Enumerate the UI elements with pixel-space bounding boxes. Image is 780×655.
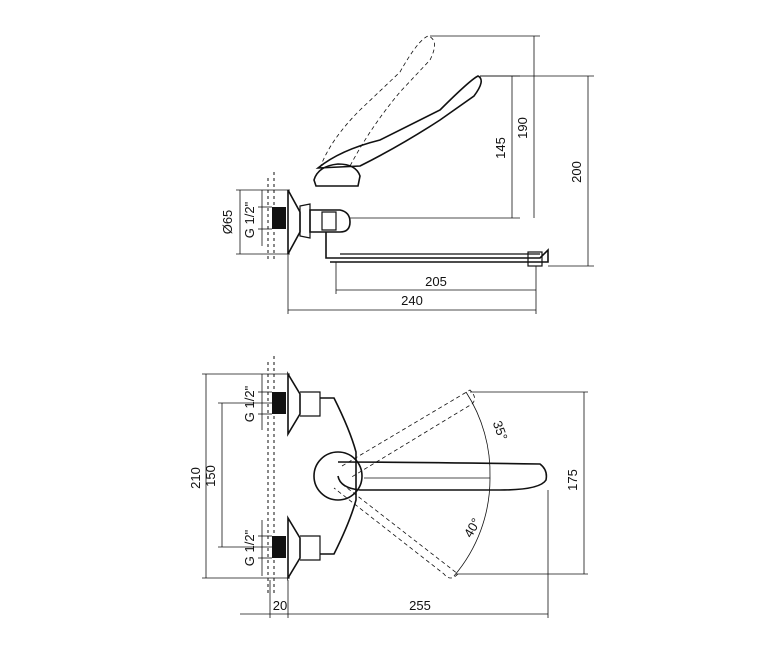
- angle-arc-35: [465, 391, 491, 479]
- dim-thread-top-label: G 1/2": [242, 385, 257, 422]
- rosette-lower: [287, 515, 301, 581]
- nut-lower: [300, 535, 321, 561]
- angle-35-label: 35°: [490, 419, 511, 443]
- dim-150-label: 150: [203, 465, 218, 487]
- connector-nut: [299, 203, 311, 239]
- dim-20-label: 20: [273, 598, 287, 613]
- rosette: [287, 189, 301, 255]
- handle-base: [313, 451, 363, 501]
- cartridge: [313, 163, 361, 187]
- dim-175-label: 175: [565, 469, 580, 491]
- dim-240-label: 240: [401, 293, 423, 308]
- dim-190-label: 190: [515, 117, 530, 139]
- dim-thread-label: G 1/2": [242, 201, 257, 238]
- dim-200-label: 200: [569, 161, 584, 183]
- rosette-upper: [287, 371, 301, 437]
- angle-40-label: 40°: [461, 515, 484, 540]
- dim-145-label: 145: [493, 137, 508, 159]
- dim-thread-bottom-label: G 1/2": [242, 529, 257, 566]
- lever-ghost-40: [333, 483, 459, 579]
- nut-upper: [300, 391, 321, 417]
- lever-top: [337, 461, 548, 491]
- wall-connector-upper: [272, 392, 286, 414]
- dim-205-label: 205: [425, 274, 447, 289]
- mixer-body: [320, 397, 357, 555]
- aerator: [527, 251, 543, 267]
- side-view: Ø65 G 1/2" 145 190 200 205 240: [220, 35, 594, 314]
- dim-210-label: 210: [188, 467, 203, 489]
- body-detail: [321, 211, 337, 231]
- wall-connector-lower: [272, 536, 286, 558]
- dim-255-label: 255: [409, 598, 431, 613]
- top-view: 35° 40° G 1/2" G 1/2" 210 150 175 20 255: [188, 356, 588, 618]
- lever-ghost-35: [341, 389, 475, 479]
- lever-ghost: [319, 35, 435, 169]
- wall-connector: [272, 207, 286, 229]
- angle-arc-40: [453, 477, 491, 577]
- faucet-body: [309, 209, 351, 233]
- lever-handle: [315, 75, 482, 169]
- dim-diameter-label: Ø65: [220, 210, 235, 235]
- spout: [325, 232, 549, 263]
